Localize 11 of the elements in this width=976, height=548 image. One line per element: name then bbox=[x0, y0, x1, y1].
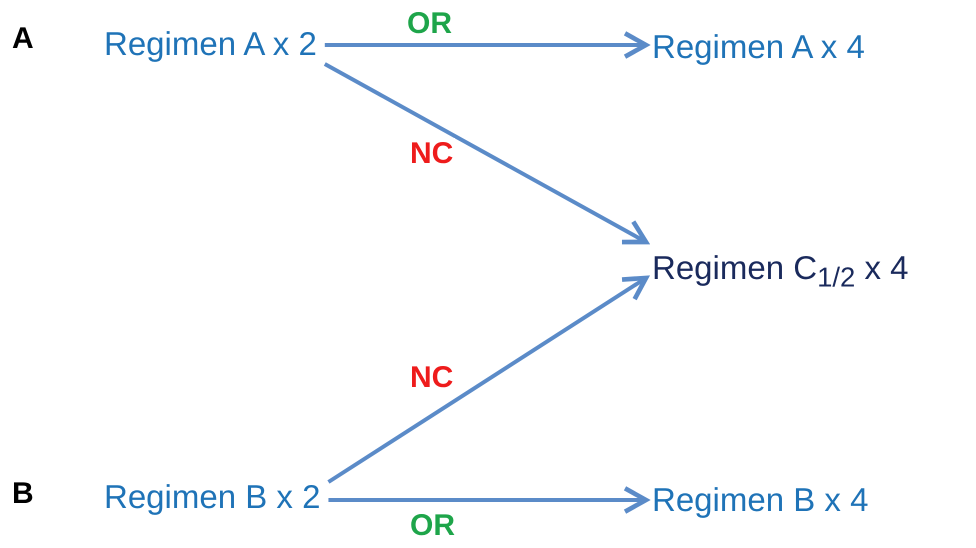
arrow bbox=[324, 31, 648, 59]
regimen-text: Regimen C$_{1/2}$ x 4 bbox=[650, 246, 911, 300]
arrow bbox=[327, 276, 648, 484]
arrow bbox=[324, 62, 648, 244]
regimen-text: Regimen A x 4 bbox=[650, 25, 867, 69]
arrow bbox=[328, 486, 648, 514]
panel-letter: A bbox=[12, 22, 34, 56]
panel-letter: B bbox=[12, 477, 34, 511]
regimen-text: Regimen B x 4 bbox=[650, 478, 870, 522]
regimen-text: Regimen A x 2 bbox=[102, 22, 319, 66]
regimen-text: Regimen B x 2 bbox=[102, 475, 322, 519]
